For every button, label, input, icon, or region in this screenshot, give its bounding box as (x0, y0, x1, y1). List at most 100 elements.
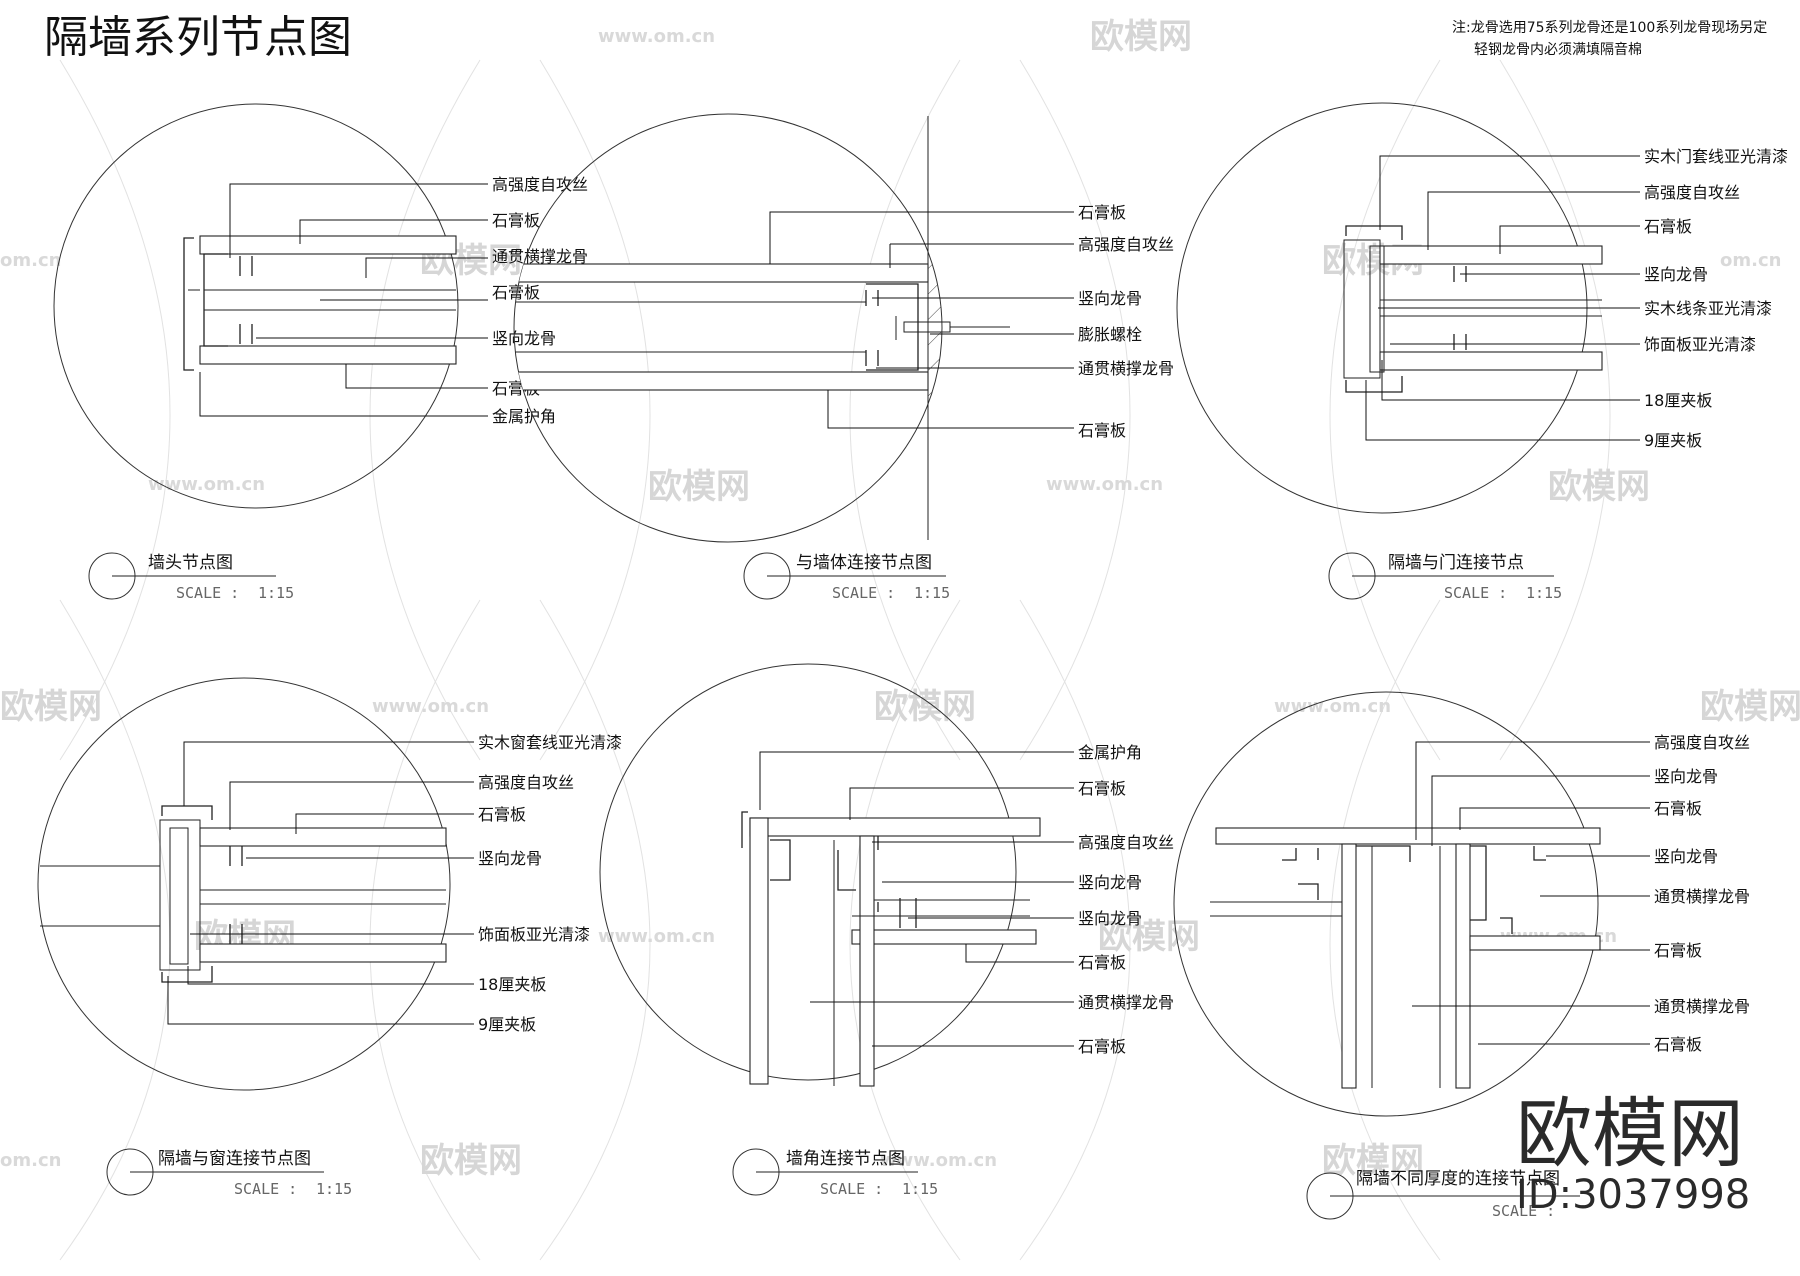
label: 石膏板 (1654, 799, 1702, 818)
detail-title: 与墙体连接节点图 (796, 553, 932, 573)
gypsum-board (1215, 827, 1601, 845)
label: 高强度自攻丝 (1078, 235, 1174, 254)
label: 石膏板 (1078, 953, 1126, 972)
label: 竖向龙骨 (1654, 767, 1718, 786)
model-id: ID:3037998 (1516, 1172, 1750, 1218)
stud-profile (239, 324, 253, 344)
detail-circle (53, 103, 459, 509)
label: 石膏板 (1078, 779, 1126, 798)
watermark-brand: 欧模网 (1090, 17, 1192, 57)
detail-title: 隔墙与窗连接节点图 (158, 1149, 311, 1169)
label: 高强度自攻丝 (492, 175, 588, 194)
scale-label: SCALE : (820, 1180, 883, 1198)
label: 通贯横撑龙骨 (1078, 993, 1174, 1012)
scale-label: SCALE : (1444, 584, 1507, 602)
label: 饰面板亚光清漆 (1644, 335, 1756, 354)
note-line-2: 轻钢龙骨内必须满填隔音棉 (1474, 41, 1642, 58)
label: 实木窗套线亚光清漆 (478, 733, 622, 752)
stud-profile (239, 256, 253, 276)
label: 饰面板亚光清漆 (478, 925, 590, 944)
label: 金属护角 (492, 407, 556, 426)
label: 通贯横撑龙骨 (1654, 887, 1750, 906)
metal-corner-bead (183, 237, 194, 371)
detail-door-connection: 实木门套线亚光清漆 高强度自攻丝 石膏板 竖向龙骨 实木线条亚光清漆 饰面板亚光… (1176, 102, 1788, 602)
watermark-arcs (59, 59, 1611, 1261)
door-trim (1345, 376, 1403, 393)
watermark-url: www.om.cn (598, 926, 715, 947)
gypsum-board (514, 263, 929, 283)
watermark-url: www.om.cn (1274, 696, 1391, 717)
label: 石膏板 (1078, 421, 1126, 440)
watermark-brand: 欧模网 (420, 1141, 522, 1181)
door-frame-board (1343, 239, 1381, 379)
detail-title: 墙角连接节点图 (786, 1149, 905, 1169)
label: 金属护角 (1078, 743, 1142, 762)
scale-value: 1:15 (1526, 584, 1562, 602)
label: 通贯横撑龙骨 (1654, 997, 1750, 1016)
detail-corner-connection: 金属护角 石膏板 高强度自攻丝 竖向龙骨 竖向龙骨 石膏板 通贯横撑龙骨 石膏板… (599, 663, 1174, 1198)
watermark-url: om.cn (0, 250, 61, 271)
label: 石膏板 (492, 211, 540, 230)
watermark-url: www.om.cn (1046, 474, 1163, 495)
watermark-url: www.om.cn (880, 1150, 997, 1171)
detail-title: 隔墙与门连接节点 (1388, 553, 1524, 573)
watermark-brand: 欧模网 (874, 687, 976, 727)
detail-wall-end: 高强度自攻丝 石膏板 通贯横撑龙骨 石膏板 竖向龙骨 石膏板 金属护角 墙头节点… (53, 103, 588, 602)
label: 高强度自攻丝 (478, 773, 574, 792)
gypsum-board (199, 943, 447, 963)
gypsum-board (859, 835, 875, 1087)
stud-profile (203, 253, 228, 347)
scale-label: SCALE : (1492, 1202, 1555, 1220)
gypsum-board (1379, 351, 1603, 371)
label: 石膏板 (1654, 941, 1702, 960)
label: 通贯横撑龙骨 (1078, 359, 1174, 378)
watermark-brand: 欧模网 (1548, 467, 1650, 507)
label: 实木线条亚光清漆 (1644, 299, 1772, 318)
detail-circle (1173, 691, 1599, 1117)
gypsum-board (1455, 843, 1471, 1089)
door-trim (1345, 225, 1403, 240)
label: 竖向龙骨 (1654, 847, 1718, 866)
metal-corner-bead (741, 811, 748, 848)
watermark-url: www.om.cn (598, 26, 715, 47)
label: 石膏板 (478, 805, 526, 824)
label: 实木门套线亚光清漆 (1644, 147, 1788, 166)
stud-profile (866, 283, 919, 371)
scale-label: SCALE : (832, 584, 895, 602)
detail-thickness-connection: 高强度自攻丝 竖向龙骨 石膏板 竖向龙骨 通贯横撑龙骨 石膏板 通贯横撑龙骨 石… (1173, 691, 1750, 1220)
label: 通贯横撑龙骨 (492, 247, 588, 266)
scale-value: 1:15 (316, 1180, 352, 1198)
scale-value: 1:15 (902, 1180, 938, 1198)
watermark-url: www.om.cn (148, 474, 265, 495)
label: 竖向龙骨 (1644, 265, 1708, 284)
watermark-url: om.cn (1720, 250, 1781, 271)
gypsum-board (514, 371, 929, 391)
label: 竖向龙骨 (1078, 289, 1142, 308)
label: 石膏板 (492, 283, 540, 302)
scale-label: SCALE : (234, 1180, 297, 1198)
window-trim (161, 805, 213, 820)
label: 石膏板 (1644, 217, 1692, 236)
detail-circle (37, 677, 451, 1091)
note-line-1: 注:龙骨选用75系列龙骨还是100系列龙骨现场另定 (1452, 20, 1767, 36)
watermark-url: om.cn (0, 1150, 61, 1171)
window-frame-board (159, 819, 201, 971)
expansion-bolt (903, 321, 951, 333)
detail-window-connection: 实木窗套线亚光清漆 高强度自攻丝 石膏板 竖向龙骨 饰面板亚光清漆 18厘夹板 … (37, 677, 622, 1198)
gypsum-board (749, 817, 769, 1085)
brand-watermark: 欧模网 (1516, 1089, 1744, 1178)
detail-title: 墙头节点图 (148, 553, 233, 573)
label: 9厘夹板 (1644, 431, 1702, 450)
label: 竖向龙骨 (492, 329, 556, 348)
detail-circle (599, 663, 1017, 1081)
label: 高强度自攻丝 (1654, 733, 1750, 752)
detail-wall-connection: 石膏板 高强度自攻丝 竖向龙骨 膨胀螺栓 通贯横撑龙骨 石膏板 与墙体连接节点图… (513, 113, 1174, 602)
scale-label: SCALE : (176, 584, 239, 602)
watermark-url: www.om.cn (372, 696, 489, 717)
gypsum-board (199, 345, 457, 365)
watermark-brand: 欧模网 (0, 687, 102, 727)
label: 高强度自攻丝 (1644, 183, 1740, 202)
label: 竖向龙骨 (1078, 909, 1142, 928)
label: 18厘夹板 (1644, 391, 1712, 410)
